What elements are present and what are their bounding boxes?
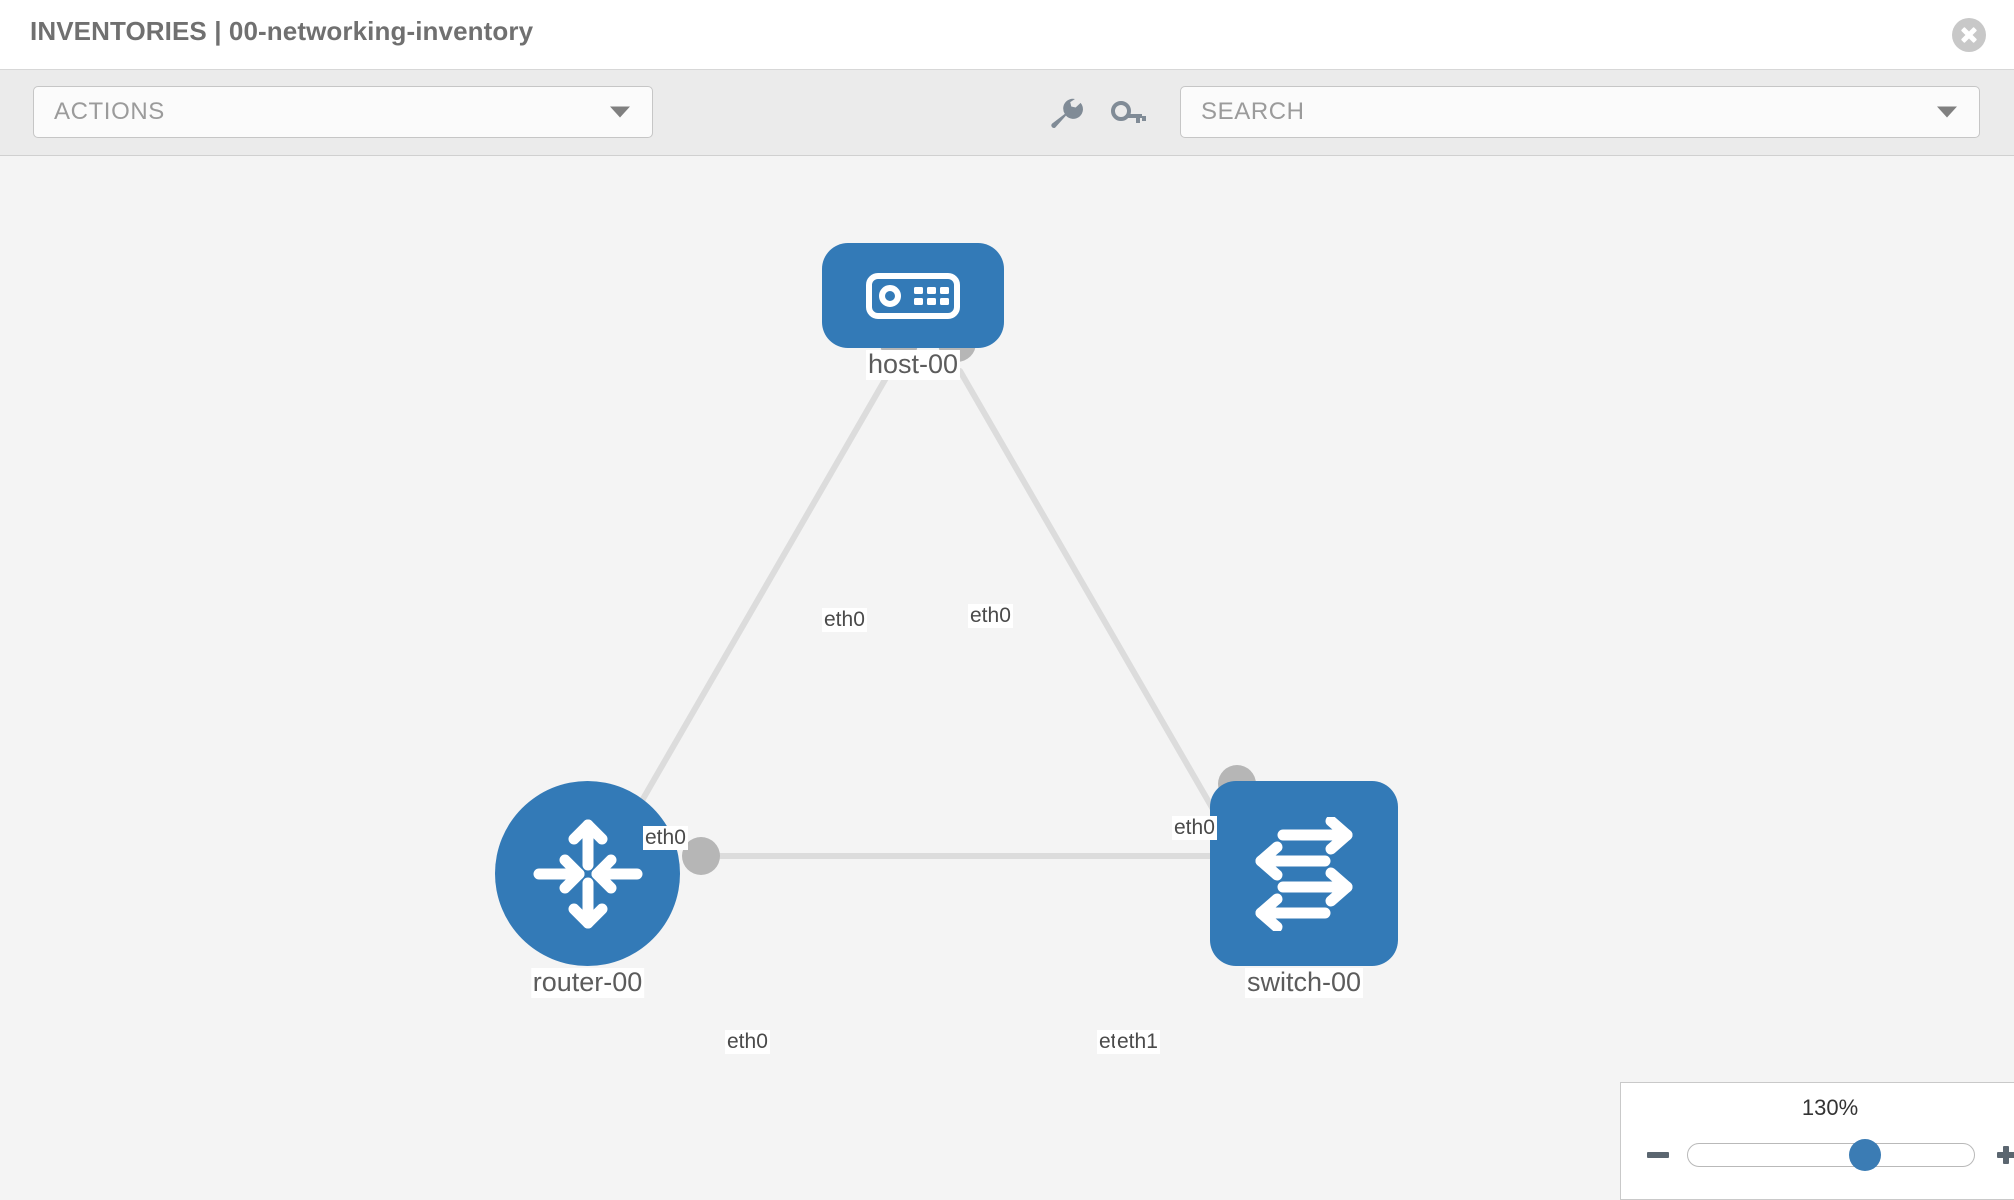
topology-node-router-00[interactable]: router-00: [495, 781, 680, 998]
host-node-shape[interactable]: [822, 243, 1004, 348]
page-header: INVENTORIES | 00-networking-inventory: [0, 0, 2014, 70]
zoom-slider-row: [1621, 1135, 2014, 1175]
topology-node-host-00[interactable]: host-00: [822, 243, 1004, 380]
switch-node-label: switch-00: [1244, 967, 1364, 998]
port-label-host-left: eth0: [822, 608, 867, 633]
zoom-level-value: 130%: [1801, 1095, 1859, 1120]
switch-node-shape[interactable]: [1210, 781, 1398, 966]
host-node-label: host-00: [865, 349, 961, 380]
port-label-switch-left: eth1: [1115, 1030, 1160, 1055]
topology-node-switch-00[interactable]: switch-00: [1210, 781, 1398, 998]
link-host-router: [607, 368, 893, 859]
chevron-down-icon: [610, 106, 630, 118]
router-arrows-icon: [533, 819, 642, 928]
topology-links: [607, 368, 1243, 859]
plus-icon-vertical: [2003, 1146, 2009, 1164]
toolbar: ACTIONS: [0, 70, 2014, 156]
zoom-in-button[interactable]: [1995, 1142, 2014, 1168]
key-icon[interactable]: [1108, 98, 1148, 130]
close-icon[interactable]: [1952, 18, 1986, 52]
topology-canvas[interactable]: host-00: [0, 156, 2014, 1200]
minus-icon: [1647, 1152, 1669, 1158]
port-label-switch-up: eth0: [1172, 816, 1217, 841]
zoom-control-panel: 130%: [1620, 1082, 2014, 1200]
zoom-slider-handle[interactable]: [1849, 1139, 1882, 1171]
search-input[interactable]: [1181, 87, 1979, 137]
search-chevron-down-icon[interactable]: [1937, 106, 1957, 118]
interface-nub-router-right[interactable]: [682, 837, 720, 875]
link-host-switch: [957, 368, 1243, 859]
switch-arrows-icon: [1255, 816, 1353, 931]
page-title: INVENTORIES | 00-networking-inventory: [30, 16, 534, 46]
router-node-shape[interactable]: [495, 781, 680, 966]
port-label-router-right: eth0: [725, 1030, 770, 1055]
server-icon: [866, 272, 960, 319]
actions-dropdown-label: ACTIONS: [54, 98, 165, 125]
actions-dropdown[interactable]: ACTIONS: [33, 86, 653, 138]
router-node-label: router-00: [530, 967, 645, 998]
wrench-icon[interactable]: [1046, 98, 1086, 130]
zoom-slider-track[interactable]: [1687, 1139, 1975, 1171]
port-label-host-right: eth0: [968, 604, 1013, 629]
port-label-router-up: eth0: [643, 826, 688, 851]
zoom-out-button[interactable]: [1645, 1142, 1671, 1168]
search-field-wrapper[interactable]: [1180, 86, 1980, 138]
